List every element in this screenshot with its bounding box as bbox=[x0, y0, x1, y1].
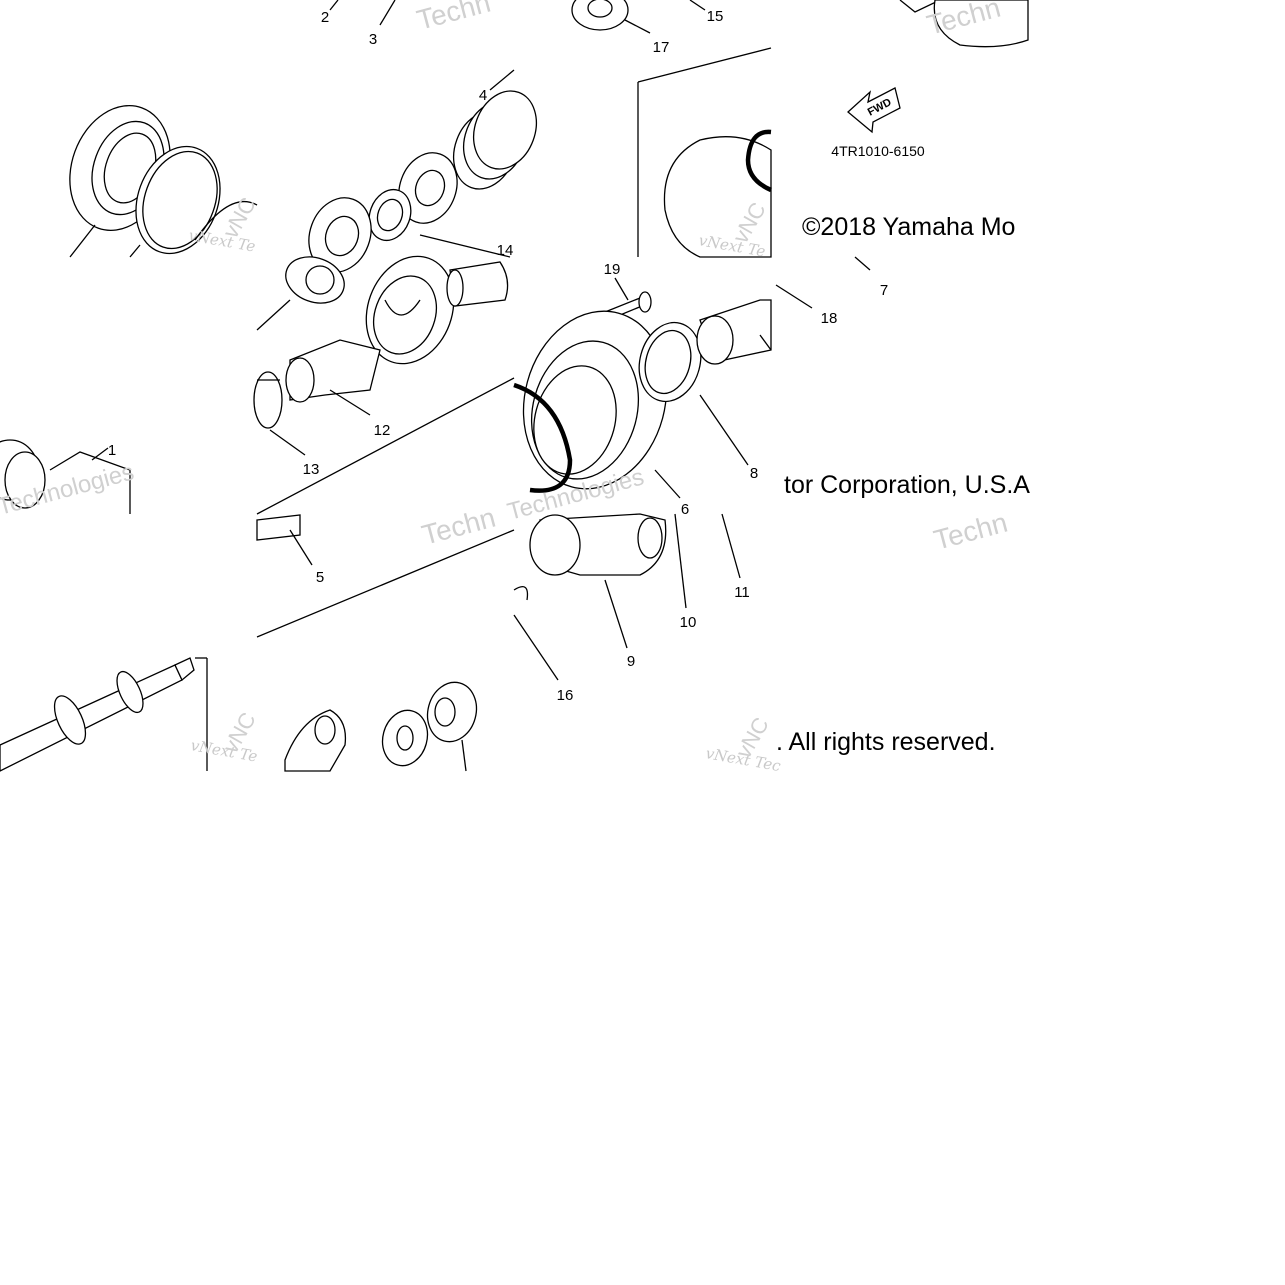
callout-labels: 1 2 3 4 5 6 7 8 9 10 11 12 13 14 15 16 1… bbox=[108, 8, 888, 704]
bevel-gear-part bbox=[365, 255, 455, 365]
callout-16: 16 bbox=[557, 687, 574, 704]
pinion-shaft-part bbox=[285, 339, 381, 403]
washer-part bbox=[308, 197, 372, 273]
sleeve-part bbox=[446, 261, 509, 307]
callout-14: 14 bbox=[497, 242, 514, 259]
leader-line-11 bbox=[721, 513, 741, 579]
callout-7: 7 bbox=[880, 282, 888, 299]
spring-part bbox=[453, 90, 537, 190]
bearing-top-part bbox=[571, 0, 629, 31]
callout-17: 17 bbox=[653, 39, 670, 56]
callout-6: 6 bbox=[681, 501, 689, 518]
leader-line-9 bbox=[604, 579, 628, 649]
leader-line bbox=[256, 299, 291, 331]
leader-line-6 bbox=[654, 469, 681, 499]
leader-line-17 bbox=[624, 19, 651, 34]
leader-line-14 bbox=[419, 234, 511, 258]
callout-4: 4 bbox=[479, 87, 487, 104]
frame-line bbox=[637, 47, 772, 83]
plate-part-top bbox=[933, 0, 1029, 48]
yoke-part bbox=[284, 709, 347, 772]
leader-line-13 bbox=[269, 429, 306, 456]
lock-washer-part bbox=[663, 136, 772, 258]
leader-line-12 bbox=[329, 389, 371, 416]
leader-line-8 bbox=[699, 394, 749, 466]
frame-line bbox=[49, 451, 131, 514]
callout-11: 11 bbox=[734, 584, 750, 601]
callout-8: 8 bbox=[750, 465, 758, 482]
callout-5: 5 bbox=[316, 569, 324, 586]
o-ring-part bbox=[745, 129, 772, 193]
leader-line bbox=[461, 739, 467, 772]
collar-right-part bbox=[696, 299, 772, 365]
o-ring-lower-part bbox=[513, 382, 573, 493]
callout-2: 2 bbox=[321, 9, 329, 26]
spline-shaft-part bbox=[253, 371, 283, 429]
leader-line-4 bbox=[489, 69, 515, 91]
callout-19: 19 bbox=[604, 261, 621, 278]
leader-line-7 bbox=[854, 256, 871, 271]
copyright-line-1: ©2018 Yamaha Mo bbox=[802, 213, 1015, 241]
bearing-small-part bbox=[285, 256, 345, 304]
copyright-line-3: . All rights reserved. bbox=[776, 728, 996, 756]
leader-line bbox=[759, 334, 772, 351]
shaft-end-part bbox=[256, 514, 301, 541]
gear-edge bbox=[194, 200, 258, 241]
leader-line-3 bbox=[379, 0, 396, 26]
callout-10: 10 bbox=[680, 614, 697, 631]
leader-line-15 bbox=[689, 0, 706, 11]
knuckle-part bbox=[529, 513, 667, 576]
frame-diagonal bbox=[256, 377, 515, 515]
leader-line-18 bbox=[775, 284, 813, 309]
leader-line-5 bbox=[289, 529, 313, 566]
callout-1: 1 bbox=[108, 442, 116, 459]
leader-line bbox=[129, 244, 141, 258]
leader-line-19 bbox=[614, 277, 629, 301]
part-code: 4TR1010-6150 bbox=[831, 143, 925, 159]
leader-line-2 bbox=[329, 0, 339, 11]
frame-corner bbox=[899, 0, 941, 13]
housing-part bbox=[522, 310, 668, 490]
oil-seal-part bbox=[638, 321, 702, 403]
leader-line-1 bbox=[91, 447, 109, 461]
callout-15: 15 bbox=[707, 8, 724, 25]
leader-line bbox=[69, 224, 96, 258]
circlip-part bbox=[135, 145, 221, 255]
copyright-line-2: tor Corporation, U.S.A bbox=[784, 471, 1030, 499]
gear-fragment-part bbox=[0, 439, 46, 509]
callout-3: 3 bbox=[369, 31, 377, 48]
split-washer-part bbox=[368, 188, 412, 242]
callout-9: 9 bbox=[627, 653, 635, 670]
fwd-arrow-icon: FWD bbox=[847, 87, 901, 134]
callout-18: 18 bbox=[821, 310, 838, 327]
collar-part bbox=[398, 152, 458, 224]
drive-shaft-part bbox=[0, 657, 195, 772]
leader-line-16 bbox=[513, 614, 559, 681]
callout-12: 12 bbox=[374, 422, 391, 439]
washer-lower-part bbox=[381, 709, 429, 767]
callout-13: 13 bbox=[303, 461, 320, 478]
leader-line-10 bbox=[674, 513, 687, 609]
arc bbox=[513, 586, 529, 601]
nut-part bbox=[426, 681, 478, 743]
frame-diagonal bbox=[256, 529, 515, 638]
